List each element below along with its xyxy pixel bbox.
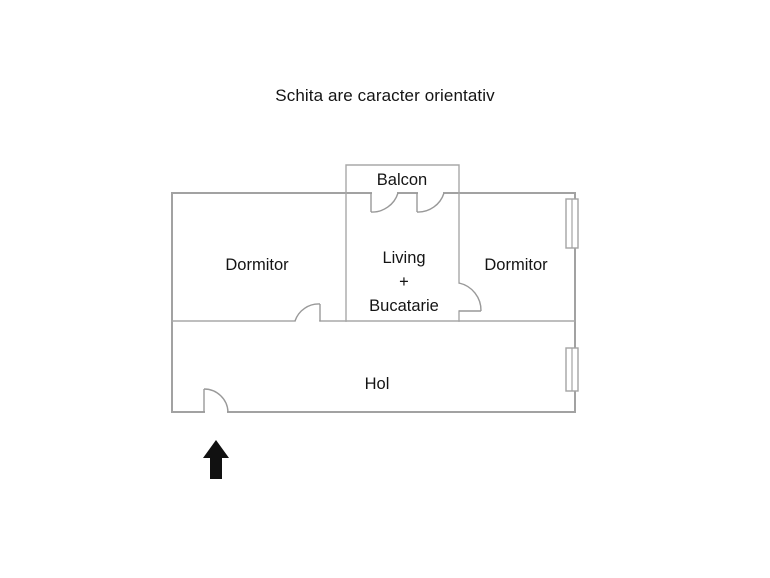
door-dormitor-right[interactable] — [458, 282, 482, 312]
page-title: Schita are caracter orientativ — [275, 86, 495, 105]
door-balcon-left-arc — [370, 192, 399, 213]
entrance-arrow — [203, 440, 229, 479]
door-entrance[interactable] — [203, 388, 229, 413]
door-entrance-arc — [203, 388, 229, 413]
room-label-living-line1: Living — [382, 249, 425, 267]
door-dormitor-right-arc — [458, 282, 482, 312]
room-label-dormitor-right: Dormitor — [484, 256, 548, 274]
room-balcon — [345, 164, 460, 194]
room-label-living-line2: + — [399, 273, 409, 291]
interior-walls — [171, 192, 576, 322]
door-balcon-left[interactable] — [370, 192, 399, 213]
balcon-walls — [345, 164, 460, 194]
room-label-dormitor-left: Dormitor — [225, 256, 289, 274]
window-lower-right — [565, 347, 579, 392]
door-balcon-right-arc — [416, 192, 445, 213]
room-label-hol: Hol — [365, 375, 390, 393]
room-label-living-line3: Bucatarie — [369, 297, 439, 315]
door-dormitor-left-arc — [294, 303, 321, 322]
door-balcon-right[interactable] — [416, 192, 445, 213]
entrance-arrow-shape — [203, 440, 229, 479]
room-label-balcon: Balcon — [377, 171, 427, 189]
door-dormitor-left[interactable] — [294, 303, 321, 322]
window-upper-right — [565, 198, 579, 249]
